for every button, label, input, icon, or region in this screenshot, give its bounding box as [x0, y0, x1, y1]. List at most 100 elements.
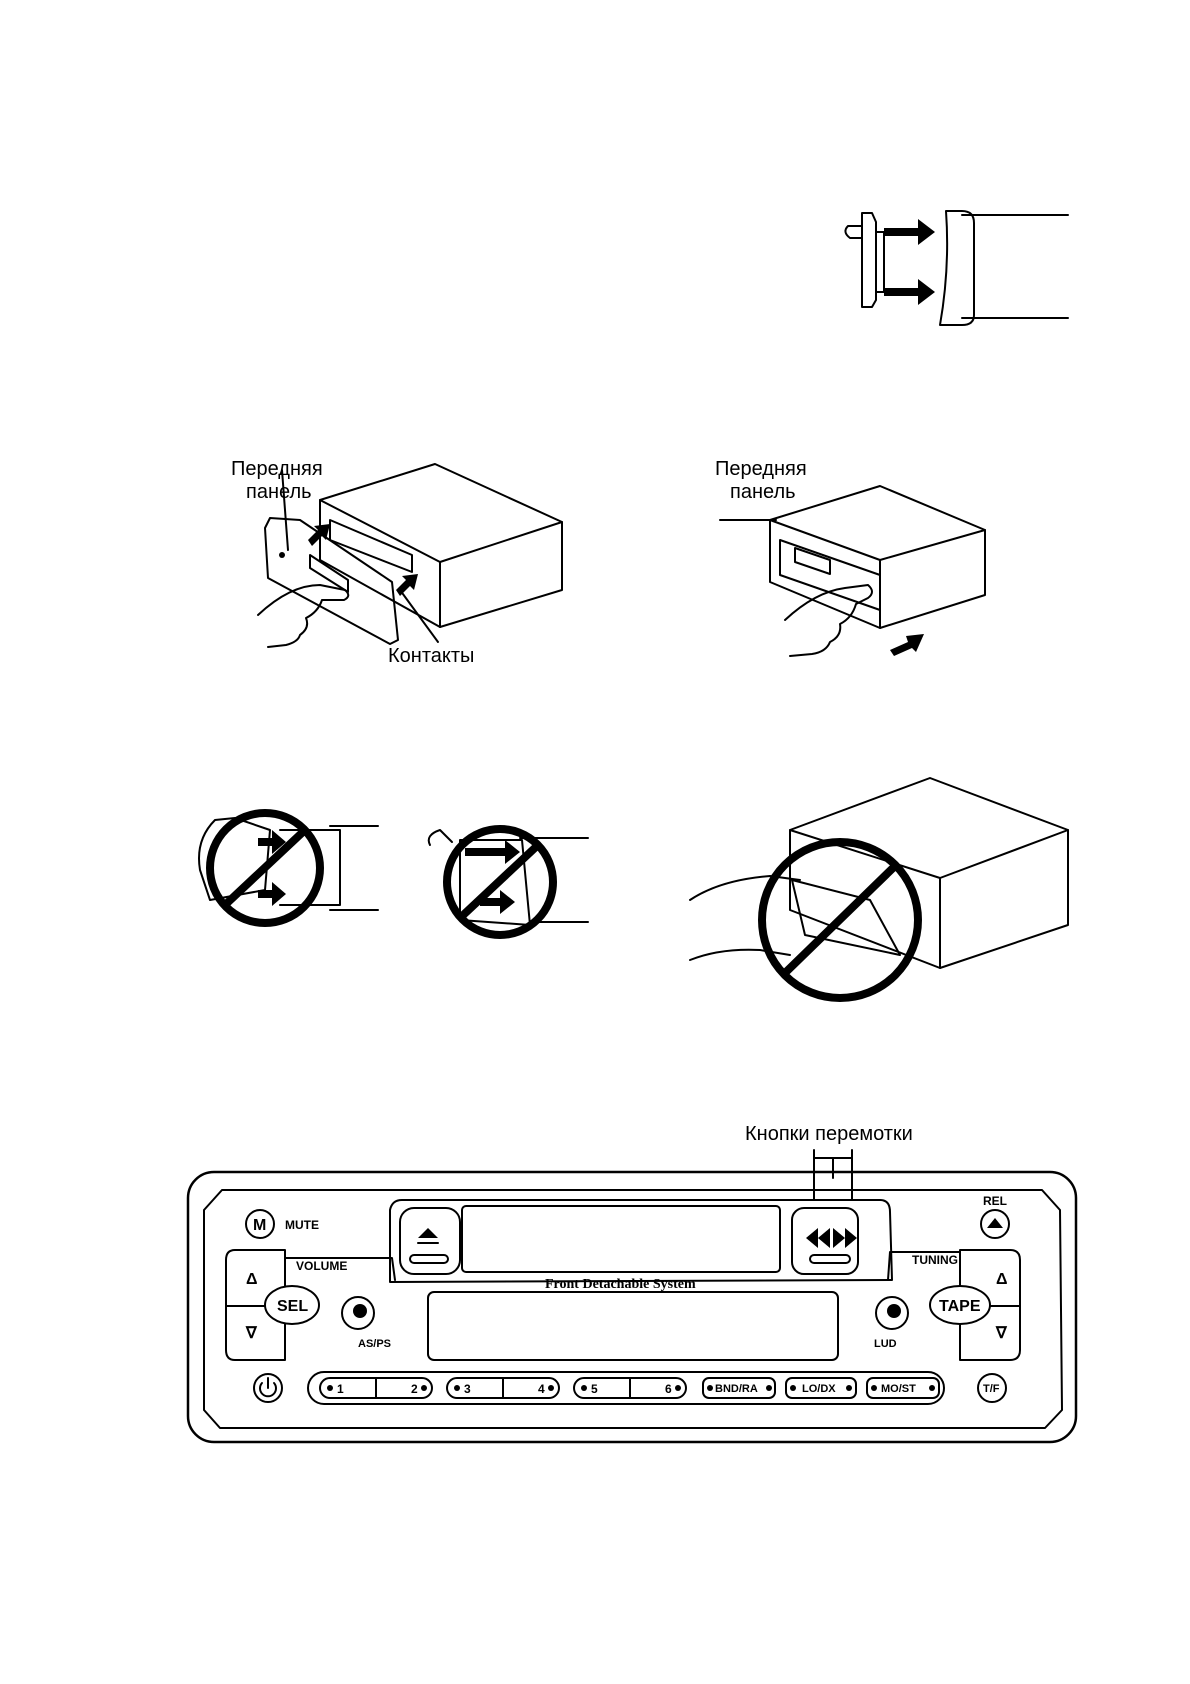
lo-dx-label: LO/DX: [802, 1383, 836, 1395]
figure-insert-panel-right: Передняя панель: [715, 458, 986, 657]
preset-strip: [307, 1371, 945, 1405]
label-front-panel-line2: панель: [730, 481, 796, 503]
asps-dot: [353, 1304, 367, 1318]
mute-key-label: M: [253, 1217, 266, 1234]
tuning-rocker[interactable]: [959, 1249, 1021, 1361]
preset-dot: [421, 1385, 427, 1391]
label-rewind-buttons: Кнопки перемотки: [745, 1123, 913, 1145]
tf-button[interactable]: [977, 1373, 1007, 1403]
preset-6-label: 6: [665, 1382, 672, 1396]
rewind-icon[interactable]: [806, 1228, 830, 1248]
mode-dot: [707, 1385, 713, 1391]
preset-2-label: 2: [411, 1382, 418, 1396]
hand-outline: [689, 875, 801, 961]
figure-remove-panel-left: Передняя панель Контакты: [231, 458, 563, 667]
tuning-up-icon[interactable]: Δ: [996, 1271, 1008, 1288]
cassette-window: [461, 1205, 781, 1273]
preset-pair-1-2: 1 2: [319, 1377, 433, 1399]
preset-dot: [454, 1385, 460, 1391]
hand-outline: [257, 584, 350, 648]
lcd-display: [427, 1291, 839, 1361]
tuning-bracket: [887, 1251, 961, 1281]
mode-dot: [929, 1385, 935, 1391]
label-front-panel-line2: панель: [246, 481, 312, 503]
preset-pair-5-6: 5 6: [573, 1377, 687, 1399]
unit-box: [789, 777, 1069, 969]
panel-outer-frame: [186, 1170, 1078, 1444]
panel-inner-frame: [203, 1189, 1063, 1429]
figure-attach-panel: [844, 210, 1069, 326]
label-contacts: Контакты: [388, 645, 474, 667]
asps-label: AS/PS: [358, 1338, 391, 1350]
preset-1-label: 1: [337, 1382, 344, 1396]
mode-dot: [790, 1385, 796, 1391]
prohibited-circle: [758, 838, 922, 1002]
mode-button-bnd-ra[interactable]: BND/RA: [702, 1377, 776, 1399]
volume-down-icon[interactable]: ∇: [245, 1325, 258, 1342]
prohibited-circle: [206, 809, 324, 927]
mute-button[interactable]: [245, 1209, 275, 1239]
arrow-icon: [396, 574, 418, 596]
figure-prohibited-3: [689, 777, 1069, 1002]
unit-box: [769, 485, 986, 629]
lo-dx-button[interactable]: [785, 1377, 857, 1399]
preset-pair-3-4: 3 4: [446, 1377, 560, 1399]
prohibited-slash: [222, 827, 308, 908]
front-panel: [264, 517, 399, 645]
arrow-right-icon: [884, 219, 935, 245]
mo-st-label: MO/ST: [881, 1383, 916, 1395]
prohibited-circle: [443, 825, 557, 939]
preset-dot: [675, 1385, 681, 1391]
sel-label: SEL: [277, 1298, 308, 1315]
preset-4-label: 4: [538, 1382, 545, 1396]
arrow-icon: [308, 524, 330, 546]
fast-forward-icon[interactable]: [833, 1228, 857, 1248]
eject-icon[interactable]: [418, 1228, 438, 1238]
figure-prohibited-2: [427, 825, 589, 939]
preset-dot: [581, 1385, 587, 1391]
volume-up-icon[interactable]: Δ: [246, 1271, 258, 1288]
leader-contacts: [399, 589, 439, 643]
rewind-button-bar[interactable]: [809, 1254, 851, 1264]
arrow-right-icon: [465, 840, 520, 864]
rel-label: REL: [983, 1194, 1007, 1208]
bnd-ra-label: BND/RA: [715, 1383, 758, 1395]
arrow-right-icon: [480, 890, 515, 914]
mute-label: MUTE: [285, 1218, 319, 1232]
mode-dot: [846, 1385, 852, 1391]
mode-dot: [766, 1385, 772, 1391]
unit-face: [939, 210, 975, 326]
bnd-ra-button[interactable]: [702, 1377, 776, 1399]
arrow-right-icon: [258, 882, 286, 906]
tf-label: T/F: [983, 1383, 1000, 1395]
volume-rocker[interactable]: [225, 1249, 286, 1361]
prohibited-slash: [457, 842, 541, 921]
lud-label: LUD: [874, 1338, 897, 1350]
unit-box-front: [319, 499, 441, 628]
release-icon: [987, 1218, 1003, 1228]
volume-bracket: [284, 1257, 396, 1281]
tape-label: TAPE: [939, 1298, 981, 1315]
unit-box-edges: [439, 521, 563, 628]
panel-knob: [844, 225, 863, 239]
panel-knob: [427, 829, 453, 846]
panel-slot: [794, 547, 831, 575]
sel-button[interactable]: [264, 1285, 320, 1325]
mode-button-lo-dx[interactable]: LO/DX: [785, 1377, 857, 1399]
power-icon: [259, 1382, 277, 1398]
preset-dot: [548, 1385, 554, 1391]
leader-panel: [281, 469, 289, 551]
panel-dot: [279, 552, 285, 558]
eject-button-frame[interactable]: [399, 1207, 461, 1275]
cassette-slot: [329, 519, 413, 573]
figure-front-panel: Кнопки перемотки M MUTE REL Δ ∇ SEL VOLU…: [186, 1123, 1078, 1444]
mo-st-button[interactable]: [866, 1377, 940, 1399]
mode-button-mo-st[interactable]: MO/ST: [866, 1377, 940, 1399]
tuning-down-icon[interactable]: ∇: [995, 1325, 1008, 1342]
leader-bracket: [813, 1149, 853, 1179]
tape-button[interactable]: [929, 1285, 991, 1325]
panel-open: [791, 879, 901, 956]
volume-label: VOLUME: [296, 1259, 347, 1273]
eject-button-bar[interactable]: [409, 1254, 449, 1264]
arrow-right-icon: [258, 830, 286, 854]
